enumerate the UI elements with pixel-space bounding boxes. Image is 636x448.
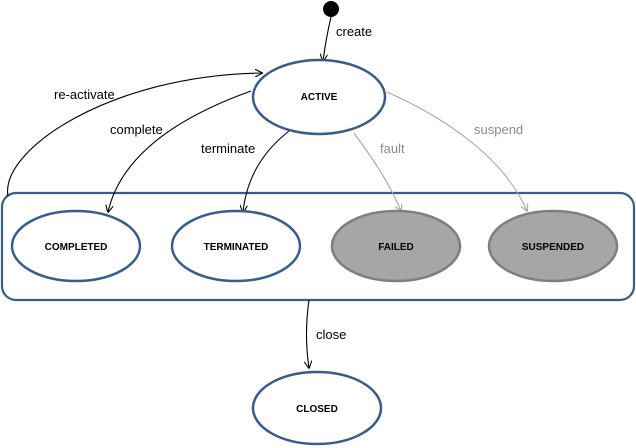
edge-reactivate bbox=[7, 73, 262, 197]
edge-suspend bbox=[386, 91, 527, 211]
state-suspended: SUSPENDED bbox=[487, 209, 619, 283]
label-suspend: suspend bbox=[474, 122, 523, 137]
edge-fault bbox=[353, 132, 401, 211]
label-fault: fault bbox=[380, 141, 405, 156]
state-failed: FAILED bbox=[330, 209, 462, 283]
label-reactivate: re-activate bbox=[54, 87, 115, 102]
edge-close bbox=[307, 299, 310, 368]
label-create: create bbox=[336, 24, 372, 39]
state-closed-label: CLOSED bbox=[296, 404, 338, 415]
edge-complete bbox=[108, 90, 252, 212]
state-active-label: ACTIVE bbox=[301, 92, 338, 103]
label-terminate: terminate bbox=[201, 141, 255, 156]
state-suspended-label: SUSPENDED bbox=[522, 242, 584, 253]
state-active: ACTIVE bbox=[251, 58, 387, 136]
initial-node bbox=[323, 1, 339, 17]
state-closed: CLOSED bbox=[251, 370, 383, 446]
state-terminated: TERMINATED bbox=[170, 209, 302, 283]
label-close: close bbox=[316, 327, 346, 342]
state-completed: COMPLETED bbox=[10, 209, 142, 283]
state-failed-label: FAILED bbox=[378, 242, 414, 253]
state-terminated-label: TERMINATED bbox=[204, 242, 269, 253]
state-completed-label: COMPLETED bbox=[45, 242, 108, 253]
edge-create bbox=[323, 16, 332, 61]
ended-states-container bbox=[0, 191, 636, 302]
edge-terminate bbox=[243, 130, 290, 212]
label-complete: complete bbox=[110, 122, 163, 137]
